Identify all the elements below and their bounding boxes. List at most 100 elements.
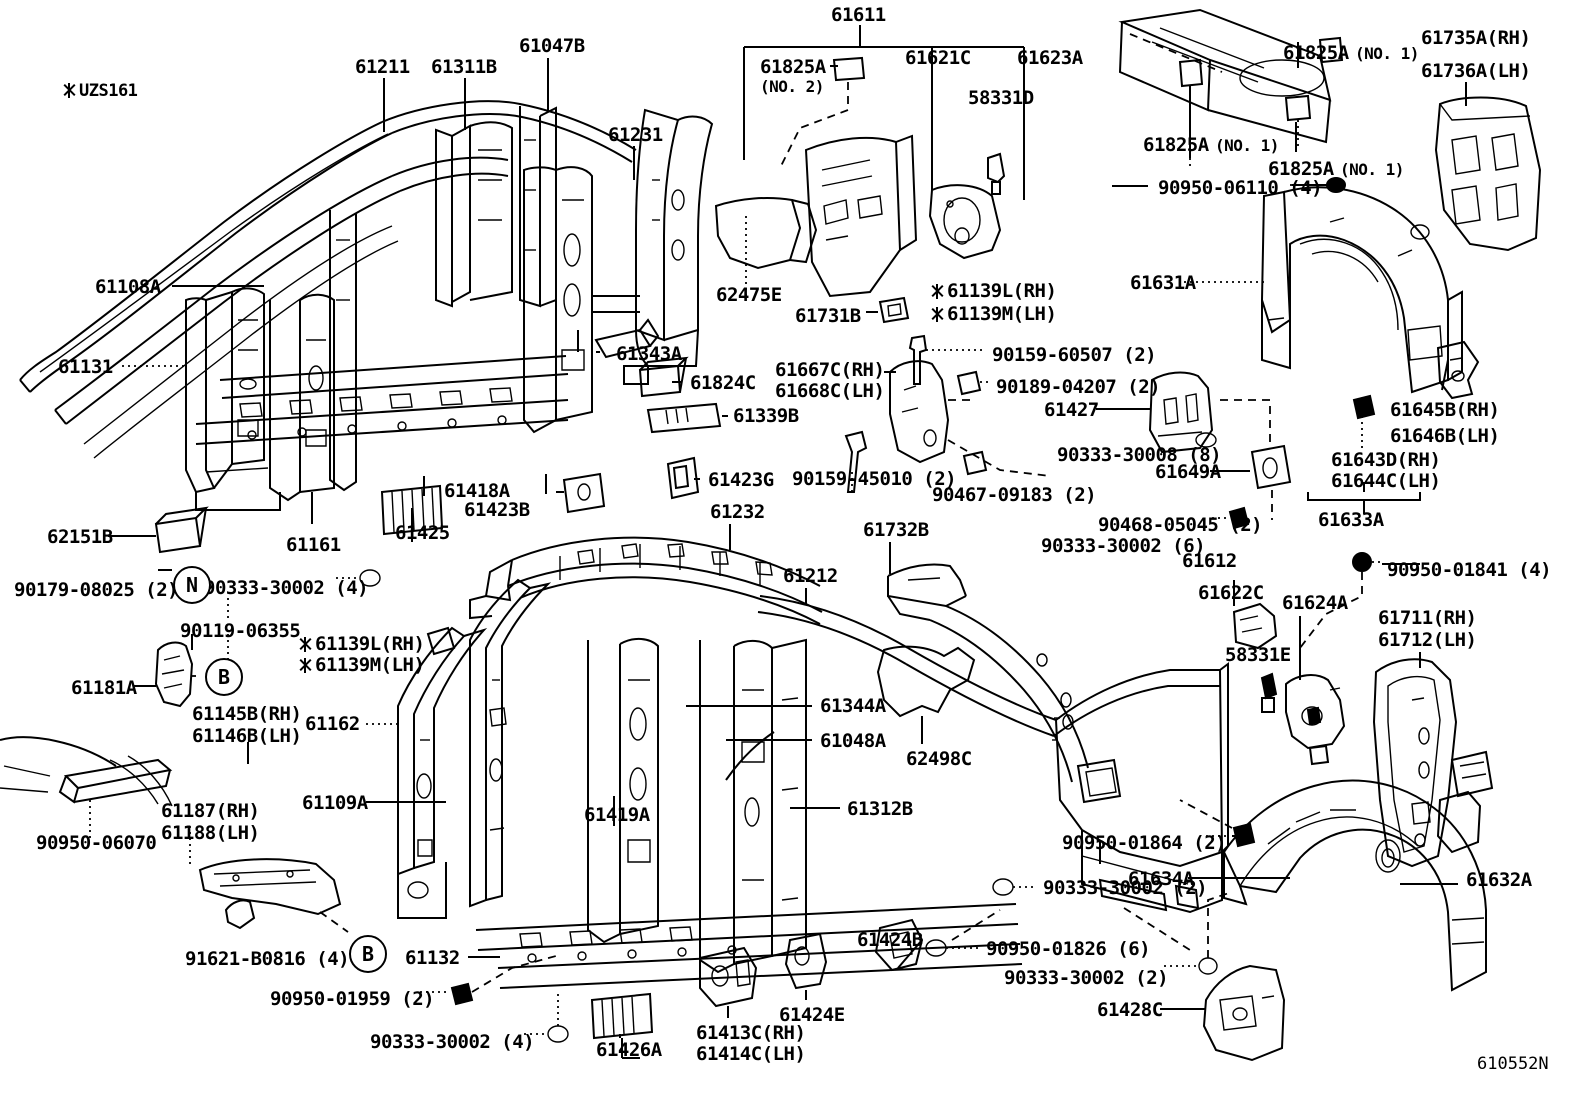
part-label-61424e: 61424E bbox=[779, 1004, 845, 1026]
part-label-61825a: 61825A bbox=[1283, 42, 1349, 64]
part-label-61711rh: 61711(RH) bbox=[1378, 607, 1477, 629]
part-label-61413crh: 61413C(RH) bbox=[696, 1022, 806, 1044]
part-label-61427: 61427 bbox=[1044, 399, 1099, 421]
part-label-text: 61139M(LH) bbox=[947, 303, 1057, 325]
part-label-61736alh: 61736A(LH) bbox=[1421, 60, 1531, 82]
diagram-doc-id: 610552N bbox=[1477, 1054, 1549, 1074]
part-label-90159605072: 90159-60507 (2) bbox=[992, 344, 1157, 366]
part-label-text: 61139L(RH) bbox=[947, 280, 1057, 302]
part-label-text: 61139M(LH) bbox=[315, 654, 425, 676]
part-label-61649a: 61649A bbox=[1155, 461, 1221, 483]
part-label-61428c: 61428C bbox=[1097, 999, 1163, 1021]
part-label-90467091832: 90467-09183 (2) bbox=[932, 484, 1097, 506]
part-label-62475e: 62475E bbox=[716, 284, 782, 306]
part-label-61419a: 61419A bbox=[584, 804, 650, 826]
part-label-90333300088: 90333-30008 (8) bbox=[1057, 444, 1222, 466]
part-label-90950018414: 90950-01841 (4) bbox=[1387, 559, 1552, 581]
part-label-61644clh: 61644C(LH) bbox=[1331, 470, 1441, 492]
part-label-62151b: 62151B bbox=[47, 526, 113, 548]
part-label-90333300024: 90333-30002 (4) bbox=[204, 577, 369, 599]
leader-lines bbox=[108, 25, 1467, 1059]
part-label-61232: 61232 bbox=[710, 501, 765, 523]
part-label-61646blh: 61646B(LH) bbox=[1390, 425, 1500, 447]
part-label-61824c: 61824C bbox=[690, 372, 756, 394]
part-label-61712lh: 61712(LH) bbox=[1378, 629, 1477, 651]
part-label-90950019592: 90950-01959 (2) bbox=[270, 988, 435, 1010]
part-label-61418a: 61418A bbox=[444, 480, 510, 502]
part-label-61425: 61425 bbox=[395, 522, 450, 544]
part-label-61423b: 61423B bbox=[464, 499, 530, 521]
part-label-58331d: 58331D bbox=[968, 87, 1034, 109]
part-label-61187rh: 61187(RH) bbox=[161, 800, 260, 822]
part-label-61426a: 61426A bbox=[596, 1039, 662, 1061]
part-label-90333300024: 90333-30002 (4) bbox=[370, 1031, 535, 1053]
part-label-61424b: 61424B bbox=[857, 929, 923, 951]
part-label-61735arh: 61735A(RH) bbox=[1421, 27, 1531, 49]
part-label-61211: 61211 bbox=[355, 56, 410, 78]
part-label-61048a: 61048A bbox=[820, 730, 886, 752]
part-label-61311b: 61311B bbox=[431, 56, 497, 78]
part-label-61668clh: 61668C(LH) bbox=[775, 380, 885, 402]
part-label-61825a: 61825A bbox=[760, 56, 826, 78]
part-label-9095006070: 90950-06070 bbox=[36, 832, 157, 854]
star-marker-icon bbox=[930, 306, 944, 322]
part-label-90950018642: 90950-01864 (2) bbox=[1062, 832, 1227, 854]
part-label-61825a: 61825A bbox=[1268, 158, 1334, 180]
part-label-no1: (NO. 1) bbox=[1340, 160, 1404, 179]
part-label-61623a: 61623A bbox=[1017, 47, 1083, 69]
part-label-61139lrh: 61139L(RH) bbox=[298, 633, 425, 656]
part-label-61611: 61611 bbox=[831, 4, 886, 26]
part-label-61414clh: 61414C(LH) bbox=[696, 1043, 806, 1065]
part-label-90333300022: 90333-30002 (2) bbox=[1043, 877, 1208, 899]
part-label-61145brh: 61145B(RH) bbox=[192, 703, 302, 725]
art-upper-left-body-shell bbox=[19, 100, 722, 554]
part-label-61339b: 61339B bbox=[733, 405, 799, 427]
part-label-90179080252: 90179-08025 (2) bbox=[14, 579, 179, 601]
art-lower-left-parts bbox=[0, 569, 569, 1043]
part-label-90189042072: 90189-04207 (2) bbox=[996, 376, 1161, 398]
part-label-90468050452: 90468-05045 (2) bbox=[1098, 514, 1263, 536]
part-label-61312b: 61312B bbox=[847, 798, 913, 820]
part-label-61667crh: 61667C(RH) bbox=[775, 359, 885, 381]
part-label-91621b08164: 91621-B0816 (4) bbox=[185, 948, 350, 970]
part-label-61631a: 61631A bbox=[1130, 272, 1196, 294]
star-marker-icon bbox=[62, 82, 76, 98]
part-label-61645brh: 61645B(RH) bbox=[1390, 399, 1500, 421]
part-label-61162: 61162 bbox=[305, 713, 360, 735]
star-marker-icon bbox=[298, 636, 312, 652]
star-marker-icon bbox=[930, 283, 944, 299]
model-note-text: UZS161 bbox=[79, 81, 138, 101]
part-label-90950018266: 90950-01826 (6) bbox=[986, 938, 1151, 960]
part-label-58331e: 58331E bbox=[1225, 644, 1291, 666]
part-label-90159450102: 90159-45010 (2) bbox=[792, 468, 957, 490]
part-label-61146blh: 61146B(LH) bbox=[192, 725, 302, 747]
part-label-61181a: 61181A bbox=[71, 677, 137, 699]
star-marker-icon bbox=[298, 657, 312, 673]
part-label-61139mlh: 61139M(LH) bbox=[930, 303, 1057, 326]
part-label-no1: (NO. 1) bbox=[1215, 136, 1279, 155]
part-label-61622c: 61622C bbox=[1198, 582, 1264, 604]
part-label-62498c: 62498C bbox=[906, 748, 972, 770]
art-top-right-panels bbox=[844, 8, 1542, 530]
part-label-61139mlh: 61139M(LH) bbox=[298, 654, 425, 677]
art-lower-right-panels bbox=[876, 552, 1494, 1062]
part-label-61131: 61131 bbox=[58, 356, 113, 378]
part-label-61825a: 61825A bbox=[1143, 134, 1209, 156]
part-label-61108a: 61108A bbox=[95, 276, 161, 298]
part-label-61047b: 61047B bbox=[519, 35, 585, 57]
part-label-61161: 61161 bbox=[286, 534, 341, 556]
part-label-61621c: 61621C bbox=[905, 47, 971, 69]
part-label-90333300026: 90333-30002 (6) bbox=[1041, 535, 1206, 557]
part-label-61612: 61612 bbox=[1182, 550, 1237, 572]
part-label-61132: 61132 bbox=[405, 947, 460, 969]
model-note: UZS161 bbox=[62, 81, 138, 102]
part-label-61188lh: 61188(LH) bbox=[161, 822, 260, 844]
part-label-9011906355: 90119-06355 bbox=[180, 620, 301, 642]
part-label-61231: 61231 bbox=[608, 124, 663, 146]
part-label-no1: (NO. 1) bbox=[1355, 44, 1419, 63]
callout-circle-n: N bbox=[173, 566, 211, 604]
part-label-61732b: 61732B bbox=[863, 519, 929, 541]
part-label-90333300022: 90333-30002 (2) bbox=[1004, 967, 1169, 989]
